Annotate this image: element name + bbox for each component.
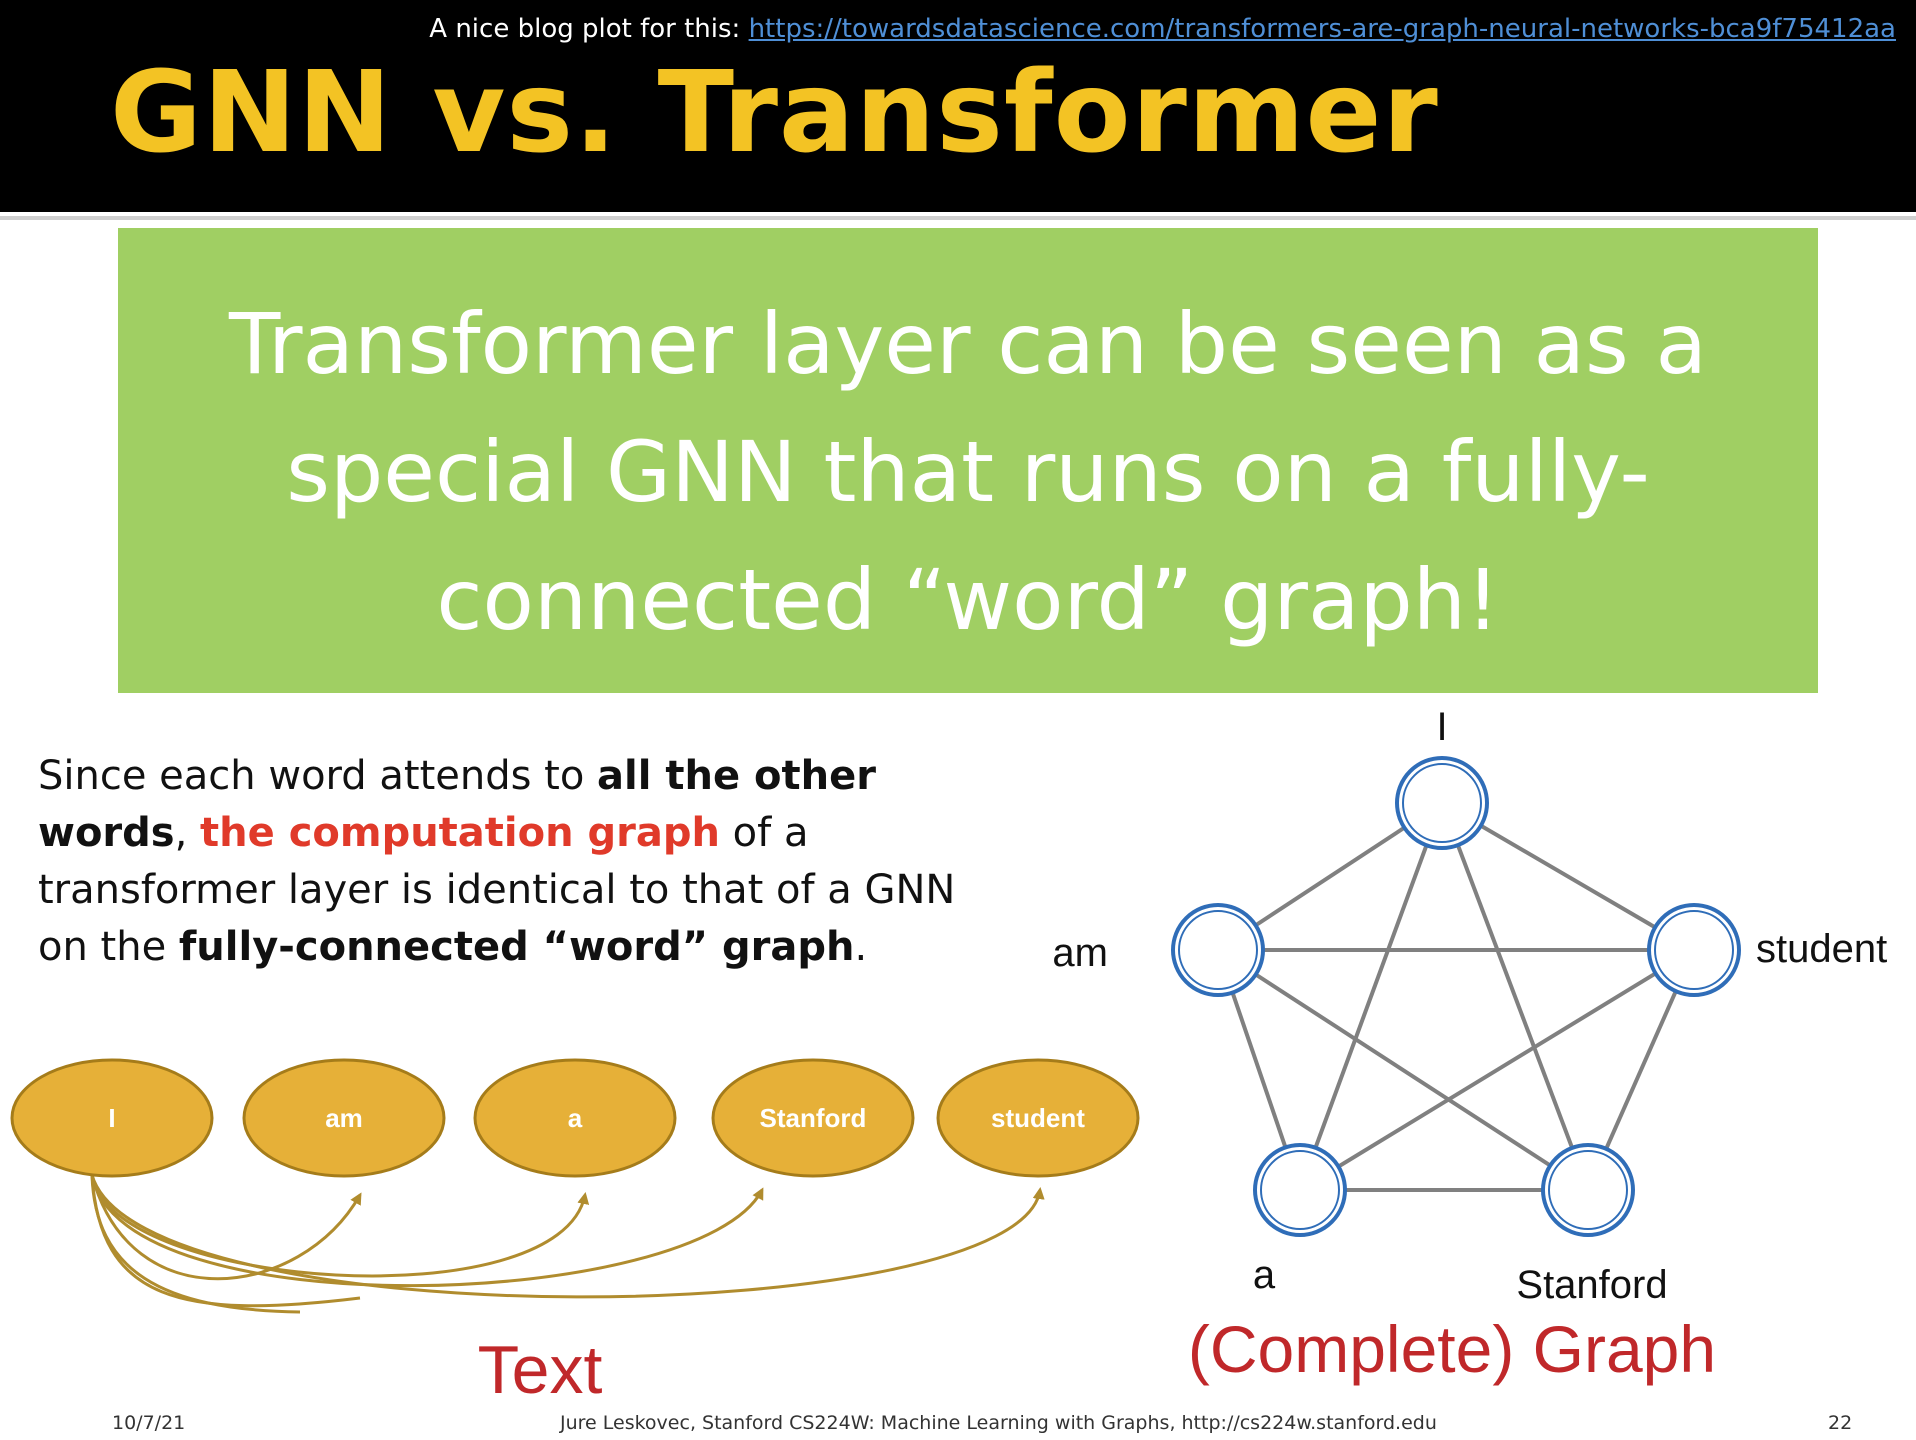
header-bar xyxy=(0,0,1916,212)
graph-node-a xyxy=(1253,1143,1347,1237)
token-student-label: student xyxy=(991,1103,1085,1133)
token-stanford-label: Stanford xyxy=(760,1103,867,1133)
edge-student-a xyxy=(1298,948,1696,1192)
token-am-label: am xyxy=(325,1103,363,1133)
footer-date: 10/7/21 xyxy=(112,1412,186,1434)
body-bold-all-other-words: all the other words xyxy=(38,753,876,856)
token-a-label: a xyxy=(568,1103,583,1133)
body-text-part-3: of a transformer layer is identical to t… xyxy=(38,810,956,970)
page-number: 22 xyxy=(1828,1412,1853,1434)
edge-am-stanford xyxy=(1216,948,1590,1192)
arrow-i-to-student xyxy=(90,1174,1045,1299)
body-text-part-4: . xyxy=(854,924,868,970)
diagram-canvas: I am a Stanford student Text xyxy=(10,705,1887,1400)
body-text-part-2: , xyxy=(174,810,201,856)
edge-i-a xyxy=(1298,802,1444,1191)
blog-link[interactable]: https://towardsdatascience.com/transform… xyxy=(748,14,1896,44)
graph-edges xyxy=(1216,801,1696,1192)
token-a: a xyxy=(473,1058,677,1178)
graph-nodes xyxy=(1171,756,1741,1237)
graph-label-am: am xyxy=(1052,931,1108,975)
blog-note: A nice blog plot for this: https://towar… xyxy=(429,14,1896,44)
page-title: GNN vs. Transformer xyxy=(110,48,1439,178)
arrow-i-to-am xyxy=(90,1174,362,1281)
header-divider xyxy=(0,216,1916,220)
arrow-i-to-a xyxy=(90,1174,590,1278)
body-paragraph: Since each word attends to all the other… xyxy=(38,748,978,976)
graph-node-stanford xyxy=(1541,1143,1635,1237)
graph-node-i xyxy=(1395,756,1489,850)
callout-line-2: special GNN that runs on a fully- xyxy=(286,423,1650,521)
blog-note-label: A nice blog plot for this: xyxy=(429,14,749,44)
token-i-label: I xyxy=(108,1103,115,1133)
graph-node-am xyxy=(1171,903,1265,997)
body-red-computation-graph: the computation graph xyxy=(200,810,720,856)
graph-label-i: I xyxy=(1436,705,1447,749)
token-i: I xyxy=(10,1058,214,1178)
graph-label-stanford: Stanford xyxy=(1516,1263,1667,1307)
attention-arrows xyxy=(90,1174,1045,1314)
edge-i-student xyxy=(1440,801,1696,952)
text-caption: Text xyxy=(478,1332,603,1400)
callout-box: Transformer layer can be seen as a speci… xyxy=(118,228,1818,693)
graph-caption: (Complete) Graph xyxy=(1188,1312,1716,1386)
graph-label-student: student xyxy=(1756,927,1887,971)
arrow-i-to-stanford xyxy=(90,1174,764,1288)
body-text-part-1: Since each word attends to xyxy=(38,753,598,799)
edge-i-stanford xyxy=(1440,802,1590,1191)
token-am: am xyxy=(242,1058,446,1178)
token-student: student xyxy=(936,1058,1140,1178)
footer-credit: Jure Leskovec, Stanford CS224W: Machine … xyxy=(560,1412,1437,1434)
graph-node-student xyxy=(1647,903,1741,997)
callout-line-3: connected “word” graph! xyxy=(436,551,1500,649)
token-row: I am a Stanford student xyxy=(10,1058,1140,1178)
token-stanford: Stanford xyxy=(711,1058,915,1178)
callout-line-1: Transformer layer can be seen as a xyxy=(229,295,1707,393)
graph-node-labels: I am student a Stanford xyxy=(1052,705,1887,1307)
graph-label-a: a xyxy=(1253,1253,1276,1297)
body-bold-word-graph: fully-connected “word” graph xyxy=(178,924,855,970)
arrow-i-loop-2 xyxy=(90,1174,301,1314)
